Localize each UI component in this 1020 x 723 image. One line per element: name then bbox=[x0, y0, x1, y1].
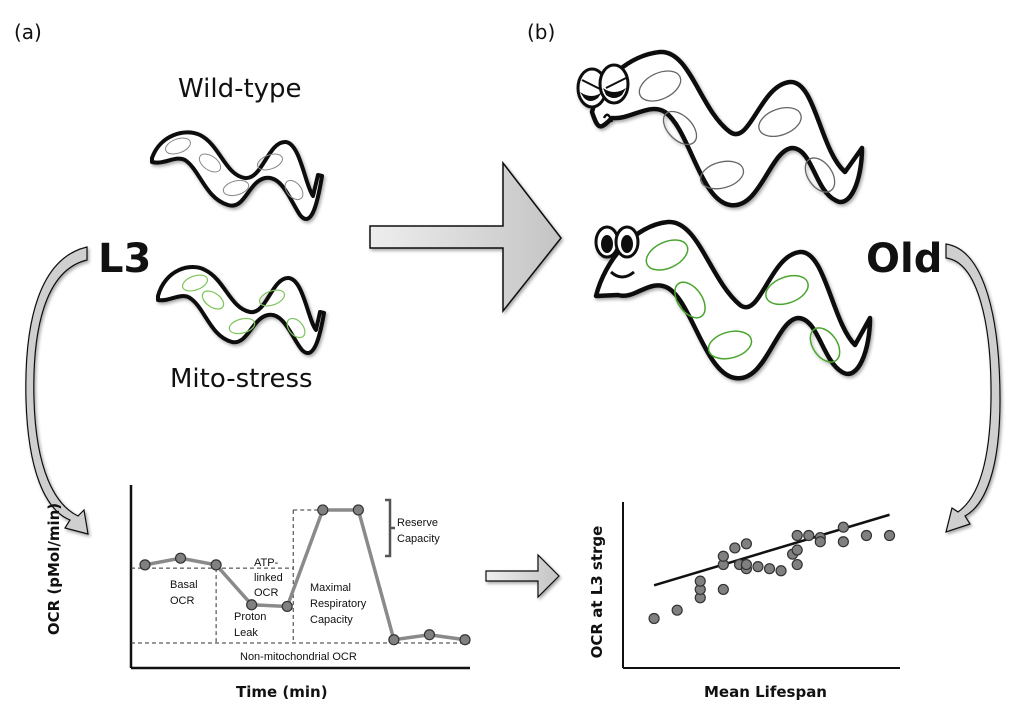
ocr-point bbox=[281, 600, 293, 613]
scatter-point bbox=[791, 558, 803, 571]
mito-stress-label: Mito-stress bbox=[170, 364, 313, 394]
ocr-point bbox=[210, 559, 222, 571]
scatter-points bbox=[648, 521, 896, 625]
scatter-point bbox=[717, 550, 729, 562]
scatter-point bbox=[763, 563, 776, 575]
ocr-point bbox=[139, 559, 151, 571]
scatter-point bbox=[860, 529, 873, 542]
old-mito-stress-worm bbox=[593, 219, 873, 381]
ocr-point bbox=[317, 504, 329, 516]
scatter-point bbox=[717, 583, 729, 596]
scatter-x-axis-title: Mean Lifespan bbox=[704, 683, 827, 701]
ocr-point bbox=[174, 552, 187, 564]
ocr-point bbox=[388, 634, 400, 646]
scatter-point bbox=[740, 538, 753, 550]
scatter-point bbox=[775, 565, 787, 577]
scatter-point bbox=[752, 561, 764, 573]
big-right-arrow-icon bbox=[369, 160, 562, 314]
reference-lines bbox=[131, 509, 470, 644]
scatter-point bbox=[791, 544, 803, 556]
trendline bbox=[653, 513, 890, 587]
ocr-y-axis-title: OCR (pMol/min) bbox=[45, 502, 63, 636]
old-wild-type-worm bbox=[576, 49, 865, 208]
scatter-y-axis-title: OCR at L3 strge bbox=[588, 525, 606, 659]
ocr-points bbox=[139, 504, 471, 646]
scatter-point bbox=[694, 575, 706, 587]
annotation-non-mitochondrial-ocr: Non-mitochondrial OCR bbox=[240, 651, 357, 663]
stage-old-label: Old bbox=[866, 236, 943, 282]
left-curved-arrow-icon bbox=[25, 246, 89, 535]
small-right-arrow-icon bbox=[485, 553, 560, 599]
scatter-point bbox=[883, 529, 896, 542]
panel-a-label: (a) bbox=[14, 20, 42, 44]
scatter-point bbox=[740, 558, 753, 571]
wild-type-label: Wild-type bbox=[178, 74, 302, 104]
right-curved-arrow-icon bbox=[945, 243, 1001, 533]
scatter-point bbox=[837, 521, 849, 533]
sad-face-icon bbox=[576, 63, 630, 123]
reserve-bracket bbox=[385, 498, 395, 558]
happy-face-icon bbox=[594, 225, 640, 279]
lifespan-scatter-chart bbox=[622, 502, 900, 669]
ocr-series-line bbox=[144, 508, 466, 642]
stage-l3-label: L3 bbox=[98, 236, 152, 282]
wild-type-l3-worm bbox=[150, 130, 324, 221]
ocr-point bbox=[459, 634, 471, 646]
scatter-point bbox=[671, 604, 683, 616]
scatter-point bbox=[791, 529, 803, 542]
scatter-point bbox=[803, 529, 815, 542]
scatter-point bbox=[729, 542, 741, 554]
ocr-point bbox=[246, 599, 258, 611]
panel-b-label: (b) bbox=[527, 20, 556, 44]
scatter-point bbox=[814, 536, 826, 548]
scatter-point bbox=[837, 536, 849, 548]
ocr-x-axis-title: Time (min) bbox=[236, 683, 328, 701]
ocr-point bbox=[352, 504, 364, 516]
mito-stress-l3-worm bbox=[156, 265, 326, 355]
ocr-point bbox=[423, 629, 436, 641]
scatter-point bbox=[648, 612, 660, 625]
